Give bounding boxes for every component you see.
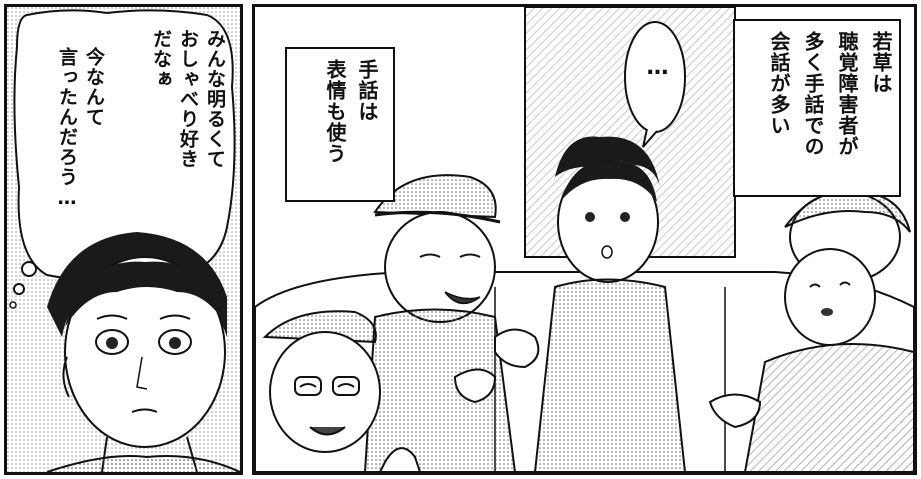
sign-caption: 手話は 表情も使う bbox=[285, 47, 395, 202]
left-panel: みんな明るくて おしゃべり好き だなぁ 今なんて 言ったんだろう… bbox=[4, 4, 243, 475]
narration-line-2: 聴覚障害者が bbox=[835, 31, 859, 157]
narration-line-3: 多く手話での bbox=[801, 31, 825, 157]
ellipsis-speech: … bbox=[645, 55, 670, 81]
narration-caption: 若草は 聴覚障害者が 多く手話での 会話が多い bbox=[733, 19, 901, 197]
thought-line-5: 言ったんだろう… bbox=[56, 47, 78, 210]
thought-line-1: みんな明るくて bbox=[204, 29, 226, 169]
thought-line-3: だなぁ bbox=[150, 29, 172, 89]
narration-line-4: 会話が多い bbox=[767, 31, 791, 136]
thought-line-4: 今なんて bbox=[83, 47, 105, 127]
left-panel-art bbox=[7, 7, 240, 472]
right-panel-art bbox=[255, 7, 914, 472]
sign-caption-line-2: 表情も使う bbox=[323, 59, 347, 164]
narration-line-1: 若草は bbox=[869, 31, 893, 94]
right-panel: 若草は 聴覚障害者が 多く手話での 会話が多い 手話は 表情も使う … bbox=[252, 4, 917, 475]
sign-caption-line-1: 手話は bbox=[355, 59, 379, 122]
thought-line-2: おしゃべり好き bbox=[177, 29, 199, 169]
